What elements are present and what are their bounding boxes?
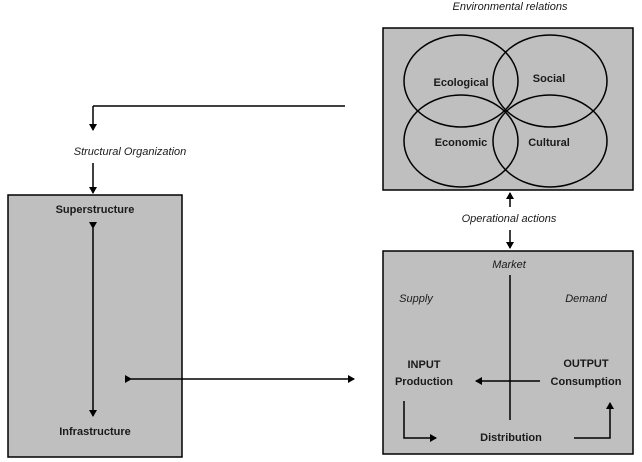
environmental-relations-caption: Environmental relations (453, 1, 568, 13)
structure-box (7, 194, 183, 458)
demand-label: Demand (565, 293, 607, 305)
venn-ecological-label: Ecological (433, 77, 488, 89)
venn-social-label: Social (533, 73, 565, 85)
venn-cultural-label: Cultural (528, 137, 570, 149)
market-box (382, 250, 634, 455)
venn-ecological-circle (403, 34, 519, 128)
infrastructure-label: Infrastructure (59, 426, 131, 438)
venn-economic-label: Economic (435, 137, 488, 149)
venn-social-circle (492, 34, 608, 128)
venn-economic-circle (403, 94, 519, 188)
market-label: Market (492, 259, 527, 271)
operational-actions-label: Operational actions (462, 213, 557, 225)
structural-organization-label: Structural Organization (74, 146, 187, 158)
consumption-label: Consumption (551, 376, 622, 388)
venn-cultural-circle (492, 94, 608, 188)
superstructure-label: Superstructure (56, 204, 135, 216)
supply-label: Supply (399, 293, 434, 305)
distribution-label: Distribution (480, 432, 542, 444)
input-label: INPUT (408, 359, 441, 371)
distribution-to-consumption-arrow (574, 402, 614, 439)
production-label: Production (395, 376, 453, 388)
production-to-distribution-arrow (403, 401, 437, 442)
output-label: OUTPUT (563, 358, 609, 370)
